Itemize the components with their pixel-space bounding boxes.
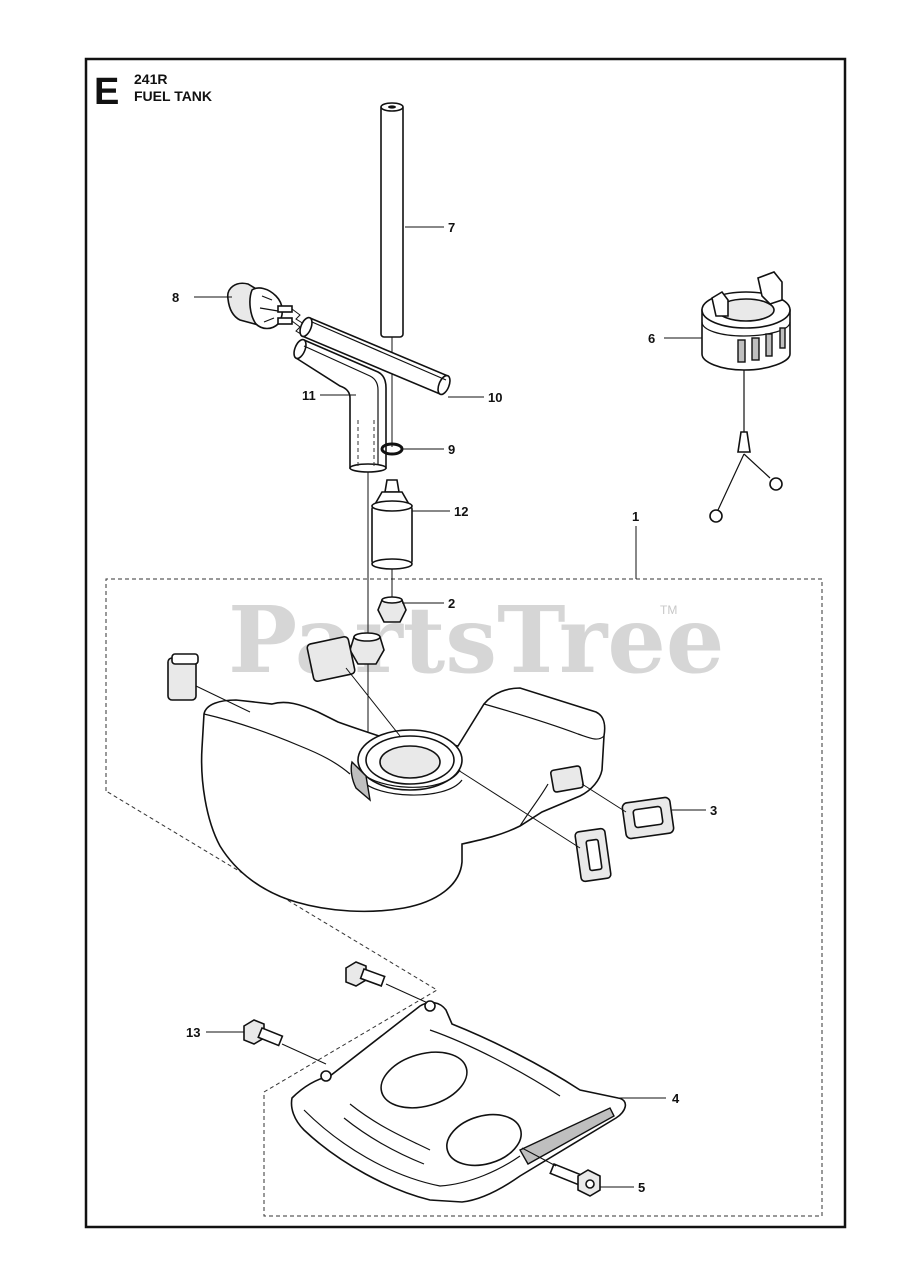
part-6-fuel-cap (701, 271, 791, 523)
section-letter: E (94, 71, 119, 113)
callout-12: 12 (454, 504, 468, 519)
callout-9: 9 (448, 442, 455, 457)
tank-assembly-box (105, 578, 823, 1217)
part-12-fuel-filter (371, 479, 413, 570)
watermark: PartsTree (228, 586, 724, 694)
callout-1: 1 (632, 509, 639, 524)
callout-2: 2 (448, 596, 455, 611)
callout-3: 3 (710, 803, 717, 818)
part-13-screws (243, 961, 386, 1047)
part-10-hose (299, 316, 451, 396)
callout-7: 7 (448, 220, 455, 235)
part-3-grommet (167, 635, 675, 883)
callout-11: 11 (302, 388, 316, 403)
part-4-plate (290, 1000, 627, 1203)
part-8-primer-bulb (226, 282, 293, 330)
part-7-pipe (380, 102, 404, 338)
callout-8: 8 (172, 290, 179, 305)
part-1-fuel-tank (200, 687, 606, 913)
diagram-frame (84, 57, 847, 1229)
callout-4: 4 (672, 1091, 680, 1106)
callout-6: 6 (648, 331, 655, 346)
callout-5: 5 (638, 1180, 645, 1195)
trademark-symbol: TM (660, 603, 677, 617)
part-5-bolt (549, 1162, 601, 1197)
part-2-grommet (349, 596, 407, 665)
callout-13: 13 (186, 1025, 200, 1040)
diagram-title: FUEL TANK (134, 88, 212, 104)
callout-10: 10 (488, 390, 502, 405)
model-label: 241R (134, 71, 167, 87)
